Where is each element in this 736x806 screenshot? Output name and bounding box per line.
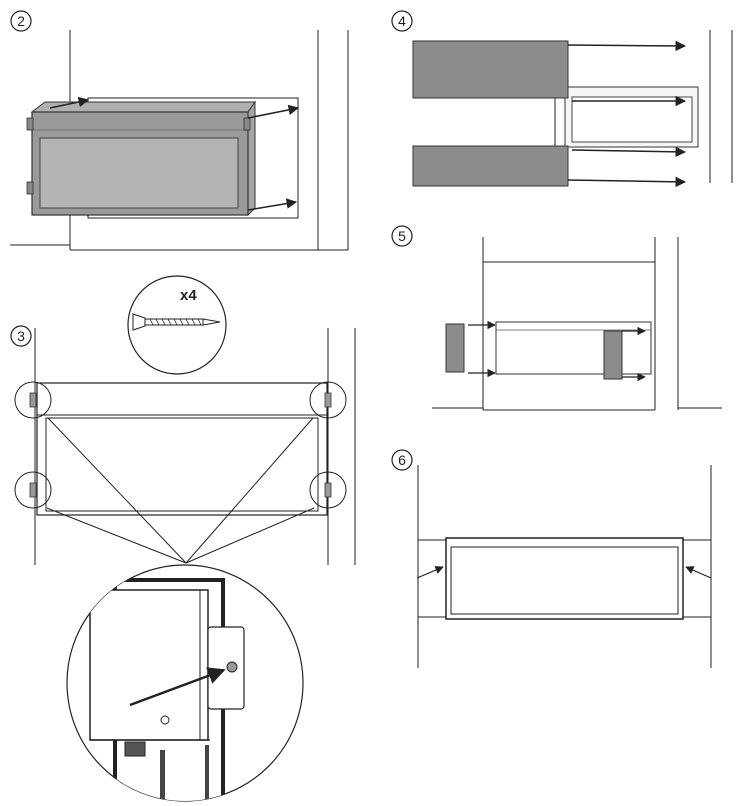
side-panel-right [603, 330, 623, 380]
bracket-callout-top-left [14, 381, 52, 419]
svg-text:6: 6 [398, 452, 406, 468]
step-3-badge: 3 [10, 325, 32, 347]
screw-icon [132, 313, 221, 331]
bracket-callout-top-right [309, 381, 347, 419]
svg-text:2: 2 [17, 13, 25, 29]
step-2-panel: 2 [10, 10, 349, 251]
step-5-badge: 5 [391, 225, 413, 247]
svg-text:5: 5 [398, 228, 406, 244]
fireplace-unit [26, 100, 256, 217]
step-6-panel: 6 [391, 449, 712, 668]
screw-callout: x4 [127, 275, 227, 375]
svg-text:4: 4 [398, 13, 406, 29]
wall-panel-bottom [412, 145, 569, 187]
step-4-panel: 4 [391, 10, 733, 188]
bracket-detail-zoom [66, 564, 304, 802]
bracket-callout-bottom-left [14, 471, 52, 509]
step-2-badge: 2 [10, 10, 32, 32]
step-3-panel: 3 [10, 325, 356, 802]
step-5-panel: 5 [391, 225, 722, 411]
step-4-badge: 4 [391, 10, 413, 32]
svg-text:x4: x4 [180, 287, 197, 304]
bracket-callout-bottom-right [309, 471, 347, 509]
side-panel-left [445, 323, 465, 373]
svg-text:3: 3 [17, 328, 25, 344]
step-6-badge: 6 [391, 449, 413, 471]
wall-panel-top [412, 40, 569, 99]
